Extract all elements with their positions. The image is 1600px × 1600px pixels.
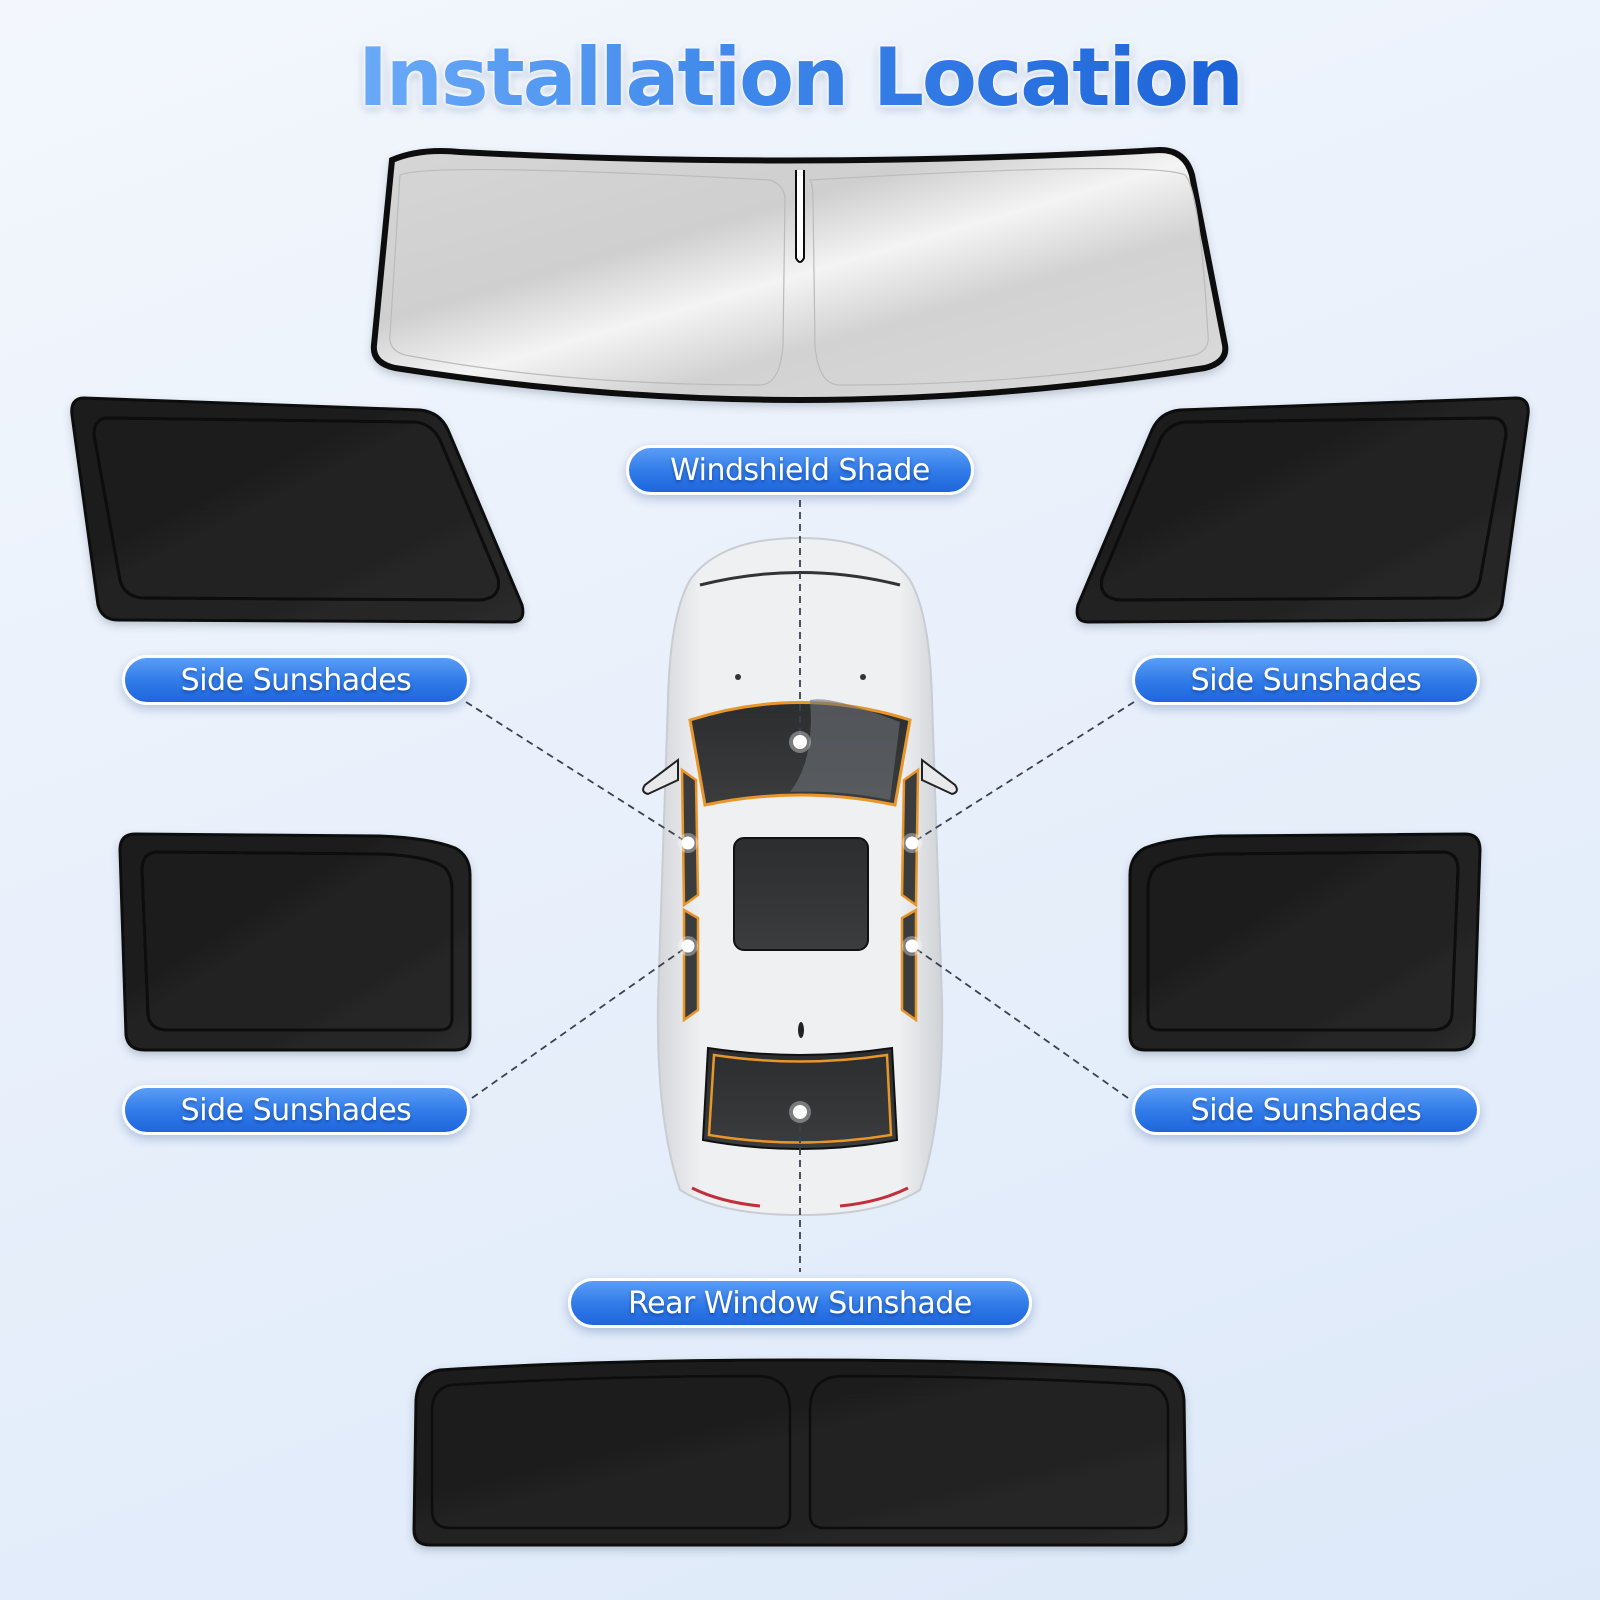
label-rear-window-sunshade: Rear Window Sunshade (568, 1278, 1032, 1328)
marker-front-right (902, 833, 922, 853)
marker-dots (678, 731, 922, 1123)
label-side-sunshades-front-left: Side Sunshades (122, 655, 470, 705)
marker-rear-window (789, 1101, 811, 1123)
side-shade-front-right (1075, 396, 1530, 624)
side-shade-rear-left (118, 832, 472, 1052)
side-shade-front-left (70, 396, 525, 624)
marker-rear-right (902, 936, 922, 956)
marker-windshield (789, 731, 811, 753)
rear-window-shade (412, 1358, 1188, 1547)
label-side-sunshades-rear-left: Side Sunshades (122, 1085, 470, 1135)
label-side-sunshades-front-right: Side Sunshades (1132, 655, 1480, 705)
label-side-sunshades-rear-right: Side Sunshades (1132, 1085, 1480, 1135)
marker-rear-left (678, 936, 698, 956)
leader-lines (465, 500, 1135, 1272)
windshield-shade (370, 146, 1229, 404)
label-windshield-shade: Windshield Shade (626, 445, 974, 495)
side-shade-rear-right (1128, 832, 1482, 1052)
page-title: Installation Location (358, 31, 1244, 124)
marker-front-left (678, 833, 698, 853)
